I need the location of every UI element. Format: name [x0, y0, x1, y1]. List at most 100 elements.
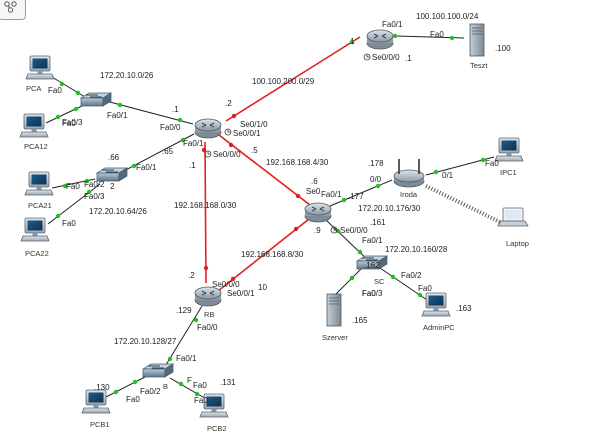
label-sc: SC: [374, 277, 385, 286]
port-ra-fa00: Fa0/0: [160, 123, 181, 132]
port-sb-fa1: Fa0/1: [176, 354, 197, 363]
host-teszt: .100: [495, 44, 511, 53]
port-rb-se000: Se0/0/0: [212, 280, 240, 289]
port-ra-se000: Se0/0/0: [213, 150, 241, 159]
host-ra-rc: .5: [251, 146, 258, 155]
link-iroda-laptop-wireless: [425, 184, 501, 224]
router-ra[interactable]: [194, 118, 222, 139]
port-pca22-fa: Fa0: [62, 219, 76, 228]
port-sc-fa3: Fa0/3: [362, 289, 383, 298]
port-pca12-fa: Fa0: [62, 119, 76, 128]
label-ipc1: IPC1: [500, 168, 517, 177]
laptop[interactable]: [497, 207, 529, 227]
switch-sa1[interactable]: [80, 92, 112, 107]
clock-icon: [204, 150, 212, 158]
switch-sb[interactable]: [142, 363, 174, 378]
pc-adminpc[interactable]: [421, 292, 451, 317]
port-isp-se: Se0/0/0: [372, 53, 400, 62]
net-ra-rc: 192.168.168.4/30: [266, 158, 329, 167]
link-ra-rc: [218, 134, 311, 206]
port-rc-fa01: Fa0/1: [321, 190, 342, 199]
port-ra-fa01: Fa0/1: [183, 139, 204, 148]
net-b: 172.20.10.128/27: [114, 337, 177, 346]
label-teszt: Teszt: [470, 61, 488, 70]
port-sa1-fa1: Fa0/1: [107, 111, 128, 120]
port-sc-fa0: Fa0: [362, 289, 376, 298]
clock-icon: [330, 226, 338, 234]
host-rb-ra: .2: [188, 271, 195, 280]
label-switch-sb: B: [163, 382, 168, 391]
link-rc-iroda: [329, 179, 393, 207]
host-adminpc: .163: [456, 304, 472, 313]
link-pcb2-sb: [169, 377, 209, 401]
port-rc-se: Se0: [306, 187, 321, 196]
host-ra-a1: .1: [172, 105, 179, 114]
inspect-tool-button[interactable]: [0, 0, 26, 20]
router-rb[interactable]: [194, 286, 222, 307]
port-teszt-fa: Fa0: [430, 30, 444, 39]
pc-ipc1[interactable]: [494, 137, 524, 162]
port-sa1-fa3: Fa0/3: [62, 118, 83, 127]
port-sa2-fa1: Fa0/1: [136, 163, 157, 172]
pc-pca1[interactable]: [25, 55, 55, 80]
port-pca21-fa: Fa0: [66, 182, 80, 191]
net-ra-rb: 192.168.168.0/30: [174, 201, 237, 210]
port-iroda-00: 0/0: [370, 175, 382, 184]
net-a1: 172.20.10.0/26: [100, 71, 154, 80]
access-point-iroda[interactable]: [393, 158, 425, 188]
net-c: 172.20.10.160/28: [385, 245, 448, 254]
port-sb-fa0: Fa0: [193, 381, 207, 390]
host-sc: .162: [364, 261, 380, 270]
pc-pca22[interactable]: [20, 217, 50, 242]
label-iroda: Iroda: [400, 190, 418, 199]
port-rc-se000: Se0/0/0: [340, 226, 368, 235]
net-iroda: 172.20.10.176/30: [358, 204, 421, 213]
port-sa2-num: 2: [110, 182, 115, 191]
port-rc-fa-down: Fa0/1: [362, 236, 383, 245]
host-rb-b: .129: [176, 306, 192, 315]
port-sc-fa2: Fa0/2: [401, 271, 422, 280]
server-teszt[interactable]: [469, 23, 485, 57]
host-ra-wan: .2: [225, 99, 232, 108]
router-isp[interactable]: [366, 29, 394, 50]
port-isp-fa: Fa0/1: [382, 20, 403, 29]
port-ra-se-partial: Se0/1/0: [240, 120, 268, 129]
port-rb-fa00: Fa0/0: [197, 323, 218, 332]
port-sb-fa2: Fa0/2: [140, 387, 161, 396]
net-rc-rb: 192.168.168.8/30: [241, 250, 304, 259]
label-pca12: PCA12: [24, 142, 48, 151]
pc-pcb1[interactable]: [81, 389, 111, 414]
host-rc-c: .161: [370, 218, 386, 227]
label-szerver: Szerver: [322, 333, 348, 342]
label-pcb2: PCB2: [207, 424, 227, 433]
port-sa2-fa2: Fa0/2: [84, 180, 105, 189]
host-rc-ra: .6: [311, 177, 318, 186]
port-iroda-01: 0/1: [442, 171, 454, 180]
port-rb-se-tail: 10: [258, 283, 267, 292]
pc-pca12[interactable]: [19, 113, 49, 138]
port-sb-f: F: [187, 376, 192, 385]
port-rb-se001: Se0/0/1: [227, 289, 255, 298]
port-pca1-fa: Fa0: [48, 86, 62, 95]
server-szerver[interactable]: [326, 293, 342, 327]
router-rc[interactable]: [304, 202, 332, 223]
port-pcb1-fa: Fa0: [126, 395, 140, 404]
port-adminpc-fa: Fa0: [418, 284, 432, 293]
host-iroda: .178: [368, 159, 384, 168]
host-sa2: .66: [108, 153, 120, 162]
label-pcb1: PCB1: [90, 420, 110, 429]
net-wan: 100.100.200.0/29: [252, 77, 315, 86]
host-ra-a2: .65: [162, 147, 174, 156]
host-rc-iroda: .177: [348, 192, 364, 201]
port-sa2-fa3: Fa0/3: [84, 192, 105, 201]
pc-pca21[interactable]: [24, 171, 54, 196]
link-ra-rb: [204, 141, 207, 284]
host-rc-rb: .9: [314, 226, 321, 235]
label-pca22: PCA22: [25, 249, 49, 258]
clock-icon: [224, 128, 232, 136]
host-pcb1: .130: [94, 383, 110, 392]
label-pca1: PCA: [26, 84, 41, 93]
clock-icon: [363, 53, 371, 61]
link-pcb1-sb: [103, 376, 146, 399]
